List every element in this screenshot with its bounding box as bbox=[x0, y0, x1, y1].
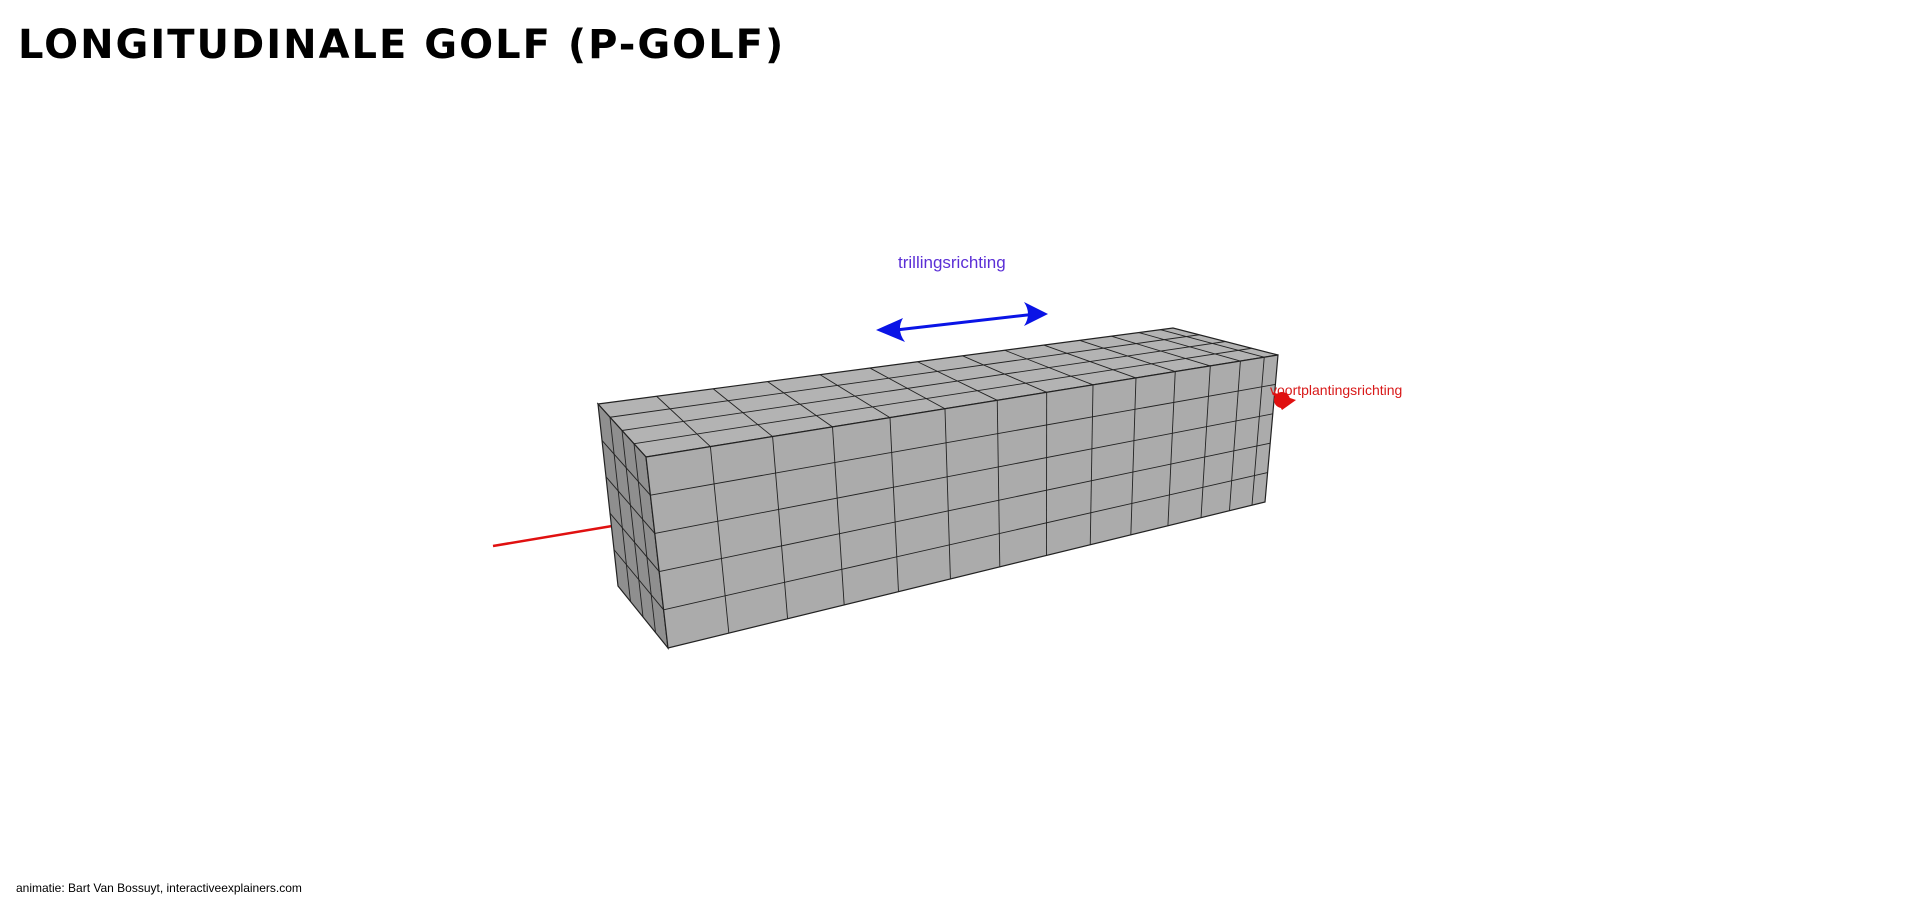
side-grid-vertical bbox=[1130, 377, 1137, 535]
propagation-arrow-line bbox=[492, 521, 631, 548]
end-grid-vertical bbox=[621, 430, 644, 618]
side-grid-vertical bbox=[1200, 365, 1211, 518]
side-grid-horizontal bbox=[659, 442, 1271, 573]
vibration-double-arrow-icon bbox=[876, 302, 1048, 342]
top-grid-horizontal bbox=[621, 341, 1226, 431]
propagation-direction-label: voortplantingsrichting bbox=[1270, 382, 1402, 398]
vibration-arrow-head-left-icon bbox=[876, 318, 905, 342]
side-grid-vertical bbox=[832, 426, 845, 605]
side-grid-horizontal bbox=[663, 472, 1268, 611]
side-grid-horizontal bbox=[650, 383, 1276, 496]
top-grid-horizontal bbox=[609, 334, 1200, 418]
side-grid-vertical bbox=[709, 446, 730, 634]
block-grid-lines bbox=[601, 329, 1276, 634]
side-grid-vertical bbox=[1167, 371, 1176, 526]
top-grid-horizontal bbox=[633, 347, 1252, 445]
end-grid-vertical bbox=[633, 443, 656, 633]
grid-block bbox=[596, 327, 1279, 650]
end-grid-horizontal bbox=[609, 512, 660, 572]
side-grid-vertical bbox=[1251, 357, 1265, 506]
side-grid-horizontal bbox=[654, 413, 1273, 534]
side-grid-vertical bbox=[996, 400, 1001, 567]
end-grid-horizontal bbox=[613, 549, 664, 611]
side-grid-vertical bbox=[1089, 384, 1094, 545]
propagation-arrow-dot bbox=[1274, 392, 1290, 408]
page-title: LONGITUDINALE GOLF (P-GOLF) bbox=[18, 22, 786, 68]
vibration-arrow-line bbox=[895, 312, 1037, 332]
side-grid-vertical bbox=[889, 417, 899, 592]
end-grid-vertical bbox=[609, 417, 631, 602]
side-grid-vertical bbox=[772, 436, 789, 619]
credit-text: animatie: Bart Van Bossuyt, interactivee… bbox=[16, 881, 302, 895]
end-grid-horizontal bbox=[601, 440, 651, 496]
side-grid-vertical bbox=[944, 408, 951, 579]
side-grid-vertical bbox=[1229, 361, 1241, 511]
end-grid-horizontal bbox=[605, 476, 656, 534]
vibration-arrow-head-right-icon bbox=[1024, 302, 1048, 326]
vibration-direction-label: trillingsrichting bbox=[898, 253, 1006, 272]
block-side-face bbox=[645, 354, 1279, 649]
